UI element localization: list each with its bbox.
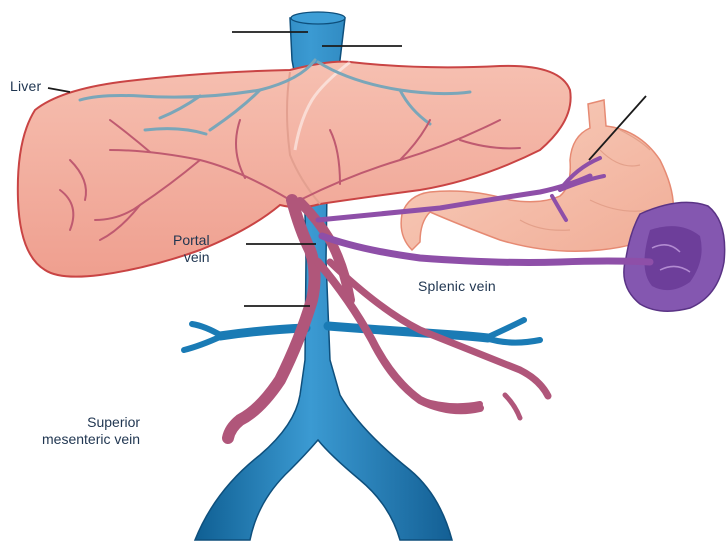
spleen <box>624 202 725 311</box>
superior-mesenteric-vein-label: Superior mesenteric vein <box>42 414 140 448</box>
splenic-vein-label: Splenic vein <box>418 278 496 295</box>
superior-mesenteric-label-line1: Superior <box>42 414 140 431</box>
liver-label: Liver <box>10 78 41 95</box>
liver-leader-line <box>48 88 70 92</box>
portal-vein-label-line1: Portal <box>173 232 210 249</box>
portal-vein-label: Portal vein <box>173 232 210 266</box>
superior-mesenteric-label-line2: mesenteric vein <box>42 431 140 448</box>
portal-vein-label-line2: vein <box>173 249 210 266</box>
